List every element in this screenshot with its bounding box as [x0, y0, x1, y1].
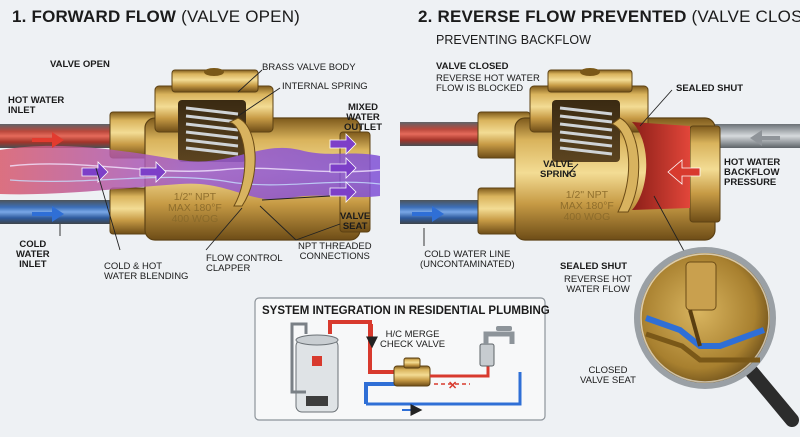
reverse-hot-flow-label: REVERSE HOT WATER FLOW — [564, 274, 633, 295]
svg-text:✕: ✕ — [448, 380, 457, 392]
right-title: 2. REVERSE FLOW PREVENTED (VALVE CLOSED) — [418, 8, 800, 26]
left-body-engraving: 1/2" NPT MAX 180°F 400 WOG — [168, 191, 222, 226]
cold-water-line-label: COLD WATER LINE (UNCONTAMINATED) — [420, 249, 515, 270]
closed-clapper — [610, 117, 640, 213]
merge-check-valve-label: H/C MERGE CHECK VALVE — [380, 329, 446, 350]
cold-water-inlet-label: COLD WATER INLET — [16, 239, 50, 270]
right-title-paren: (VALVE CLOSED) — [691, 7, 800, 26]
reverse-arrow — [750, 130, 780, 146]
left-title-main: 1. FORWARD FLOW — [12, 7, 177, 26]
forward-flow-valve — [0, 68, 381, 251]
right-title-main: 2. REVERSE FLOW PREVENTED — [418, 7, 687, 26]
sealed-shut-closeup-label: SEALED SHUT — [560, 261, 628, 272]
internal-spring — [185, 106, 239, 156]
flow-control-clapper-label: FLOW CONTROL CLAPPER — [206, 253, 283, 274]
merge-check-valve-icon — [393, 365, 431, 387]
valve-closed-label: VALVE CLOSED — [436, 61, 509, 72]
closed-valve-seat-label: CLOSED VALVE SEAT — [580, 365, 636, 386]
valve-spring-label: VALVE SPRING — [540, 159, 577, 180]
backflow-arrow — [667, 159, 701, 185]
flow-control-clapper — [228, 117, 256, 207]
left-title: 1. FORWARD FLOW (VALVE OPEN) — [12, 8, 300, 26]
valve-spring — [559, 106, 613, 156]
reverse-flow-valve — [400, 68, 800, 427]
mixed-water-outlet-label: MIXED WATER OUTLET — [344, 102, 382, 133]
flow-arrows — [81, 133, 357, 203]
valve-closed-description: REVERSE HOT WATER FLOW IS BLOCKED — [436, 73, 540, 94]
faucet-icon — [479, 326, 515, 367]
valve-seat-label: VALVE SEAT — [340, 211, 371, 232]
valve-open-label: VALVE OPEN — [50, 59, 110, 70]
mixed-water-flow — [0, 145, 380, 200]
system-integration-inset: ✕ — [254, 297, 546, 421]
water-blending-label: COLD & HOT WATER BLENDING — [104, 261, 189, 282]
cold-arrow — [32, 206, 64, 222]
inset-title: SYSTEM INTEGRATION IN RESIDENTIAL PLUMBI… — [262, 305, 550, 317]
sealed-shut-label: SEALED SHUT — [676, 83, 744, 94]
right-body-engraving: 1/2" NPT MAX 180°F 400 WOG — [560, 189, 614, 224]
right-subtitle: PREVENTING BACKFLOW — [436, 33, 591, 47]
backflow-chamber — [632, 122, 690, 210]
internal-spring-label: INTERNAL SPRING — [282, 81, 368, 92]
brass-valve-body-label: BRASS VALVE BODY — [262, 62, 356, 73]
backflow-pressure-label: HOT WATER BACKFLOW PRESSURE — [724, 157, 781, 188]
hot-inlet-pipe — [0, 124, 120, 148]
hot-water-inlet-label: HOT WATER INLET — [8, 95, 65, 116]
left-title-paren: (VALVE OPEN) — [181, 7, 301, 26]
npt-threaded-label: NPT THREADED CONNECTIONS — [298, 241, 372, 262]
left-leaders — [59, 69, 341, 251]
cold-line-arrow — [412, 206, 444, 222]
hot-arrow — [32, 132, 64, 148]
magnifier-closeup — [634, 247, 799, 427]
